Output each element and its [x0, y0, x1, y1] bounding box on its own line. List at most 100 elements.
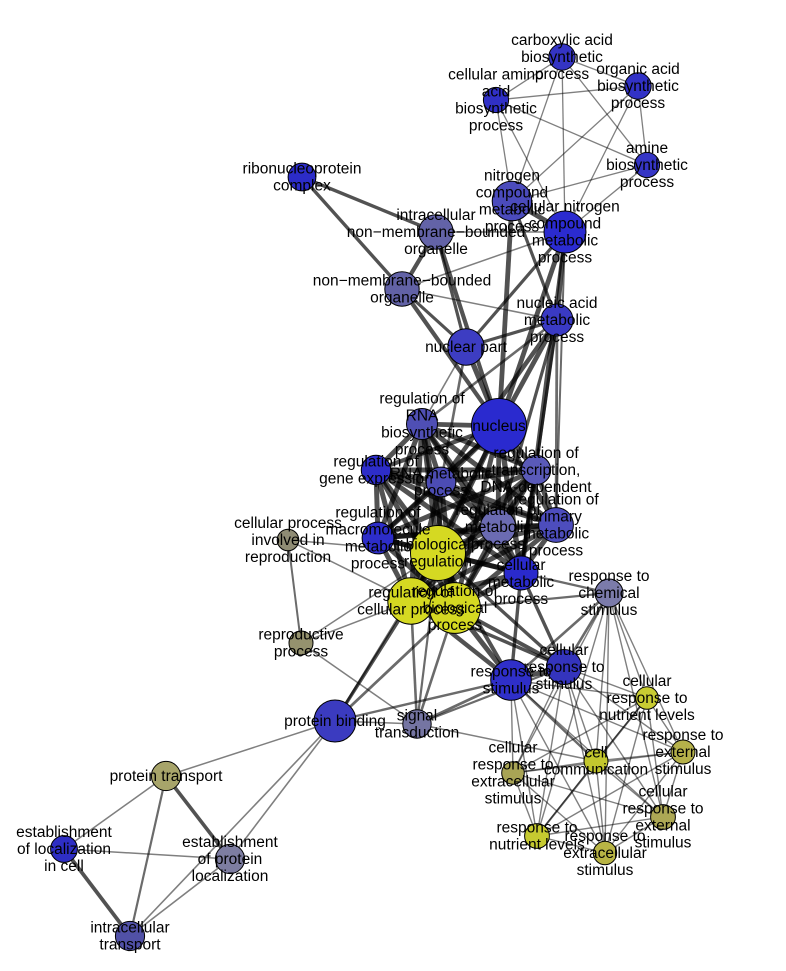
svg-text:stimulus: stimulus: [581, 602, 638, 619]
svg-text:response to: response to: [524, 659, 605, 676]
svg-text:regulation of: regulation of: [513, 492, 599, 509]
svg-text:process: process: [414, 483, 469, 500]
svg-text:regulation of: regulation of: [412, 583, 498, 600]
svg-text:non−membrane−bounded: non−membrane−bounded: [347, 224, 525, 241]
svg-text:nutrient levels: nutrient levels: [599, 707, 695, 724]
svg-text:cellular: cellular: [539, 642, 588, 659]
svg-text:regulation of: regulation of: [335, 505, 421, 522]
svg-text:complex: complex: [273, 178, 331, 195]
svg-text:regulation of: regulation of: [379, 391, 465, 408]
svg-text:communication: communication: [544, 762, 648, 779]
svg-text:DNA-dependent: DNA-dependent: [480, 479, 592, 496]
svg-text:biosynthetic: biosynthetic: [606, 157, 688, 174]
svg-text:cellular process: cellular process: [234, 515, 342, 532]
svg-text:process: process: [274, 644, 329, 661]
svg-text:organelle: organelle: [370, 290, 434, 307]
svg-text:process: process: [471, 536, 526, 553]
svg-text:cell: cell: [584, 745, 607, 762]
svg-text:process: process: [535, 66, 590, 83]
svg-text:cellular process: cellular process: [357, 602, 465, 619]
svg-text:RNA: RNA: [406, 408, 439, 425]
svg-text:response to: response to: [607, 690, 688, 707]
svg-text:nutrient levels: nutrient levels: [489, 837, 585, 854]
svg-text:acid: acid: [482, 84, 510, 101]
svg-text:intracellular: intracellular: [90, 920, 169, 937]
svg-text:response to: response to: [623, 801, 704, 818]
svg-text:cellular nitrogen: cellular nitrogen: [510, 199, 619, 216]
svg-text:nitrogen: nitrogen: [484, 168, 540, 185]
svg-text:metabolic: metabolic: [488, 574, 555, 591]
svg-text:cellular: cellular: [638, 784, 687, 801]
svg-text:metabolic: metabolic: [465, 519, 532, 536]
svg-text:carboxylic acid: carboxylic acid: [511, 32, 613, 49]
svg-text:transcription,: transcription,: [492, 462, 581, 479]
svg-text:response to: response to: [471, 664, 552, 681]
svg-text:regulation of: regulation of: [493, 445, 579, 462]
svg-text:in cell: in cell: [44, 858, 84, 875]
svg-text:extracellular: extracellular: [471, 774, 555, 791]
svg-text:process: process: [485, 219, 540, 236]
svg-text:response to: response to: [643, 727, 724, 744]
svg-text:process: process: [530, 329, 585, 346]
svg-text:transduction: transduction: [375, 725, 459, 742]
svg-text:organic acid: organic acid: [596, 61, 680, 78]
svg-text:regulation of: regulation of: [368, 585, 454, 602]
svg-text:response to: response to: [565, 828, 646, 845]
svg-text:cellular: cellular: [496, 557, 545, 574]
svg-text:RNA metabolic: RNA metabolic: [390, 466, 493, 483]
svg-text:localization: localization: [192, 868, 269, 885]
svg-text:transport: transport: [99, 937, 161, 954]
svg-text:biosynthetic: biosynthetic: [597, 78, 679, 95]
svg-text:macromolecule: macromolecule: [325, 522, 430, 539]
svg-text:external: external: [655, 744, 710, 761]
svg-text:compound: compound: [529, 216, 601, 233]
svg-text:process: process: [395, 442, 450, 459]
svg-text:biosynthetic: biosynthetic: [455, 101, 537, 118]
svg-text:stimulus: stimulus: [536, 676, 593, 693]
svg-text:establishment: establishment: [16, 824, 112, 841]
svg-text:process: process: [351, 556, 406, 573]
svg-text:cellular: cellular: [488, 740, 537, 757]
svg-text:cellular: cellular: [622, 673, 671, 690]
svg-text:process: process: [428, 617, 483, 634]
svg-text:process: process: [620, 174, 675, 191]
svg-text:of protein: of protein: [198, 851, 263, 868]
svg-text:metabolic: metabolic: [524, 312, 591, 329]
svg-text:cellular amino: cellular amino: [448, 67, 544, 84]
svg-text:involved in: involved in: [251, 532, 324, 549]
svg-text:process: process: [529, 543, 584, 560]
svg-text:protein binding: protein binding: [284, 713, 386, 730]
svg-text:regulation: regulation: [404, 554, 472, 571]
svg-text:process: process: [538, 250, 593, 267]
svg-text:protein transport: protein transport: [110, 768, 224, 785]
svg-text:stimulus: stimulus: [655, 761, 712, 778]
svg-text:nucleic acid: nucleic acid: [517, 295, 598, 312]
svg-text:signal: signal: [397, 708, 438, 725]
svg-text:of localization: of localization: [17, 841, 111, 858]
svg-text:external: external: [635, 818, 690, 835]
svg-text:organelle: organelle: [404, 241, 468, 258]
svg-text:amine: amine: [626, 140, 668, 157]
svg-text:biological: biological: [406, 537, 471, 554]
svg-text:response to: response to: [569, 568, 650, 585]
svg-text:response to: response to: [473, 757, 554, 774]
svg-text:primary: primary: [530, 509, 582, 526]
svg-text:biosynthetic: biosynthetic: [521, 49, 603, 66]
svg-text:regulation of: regulation of: [333, 454, 419, 471]
svg-text:metabolic: metabolic: [532, 233, 599, 250]
svg-text:regulation of: regulation of: [455, 502, 541, 519]
svg-text:establishment: establishment: [182, 834, 278, 851]
svg-text:reproductive: reproductive: [258, 627, 343, 644]
svg-text:extracellular: extracellular: [563, 845, 647, 862]
svg-text:metabolic: metabolic: [479, 202, 546, 219]
svg-text:reproduction: reproduction: [245, 549, 331, 566]
svg-text:process: process: [611, 95, 666, 112]
svg-text:metabolic: metabolic: [345, 539, 412, 556]
svg-text:stimulus: stimulus: [577, 862, 634, 879]
svg-text:process: process: [469, 118, 524, 135]
svg-text:biological: biological: [423, 600, 488, 617]
svg-text:non−membrane−bounded: non−membrane−bounded: [313, 273, 491, 290]
svg-text:nuclear part: nuclear part: [425, 339, 508, 356]
svg-text:response to: response to: [497, 820, 578, 837]
svg-text:ribonucleoprotein: ribonucleoprotein: [243, 161, 362, 178]
